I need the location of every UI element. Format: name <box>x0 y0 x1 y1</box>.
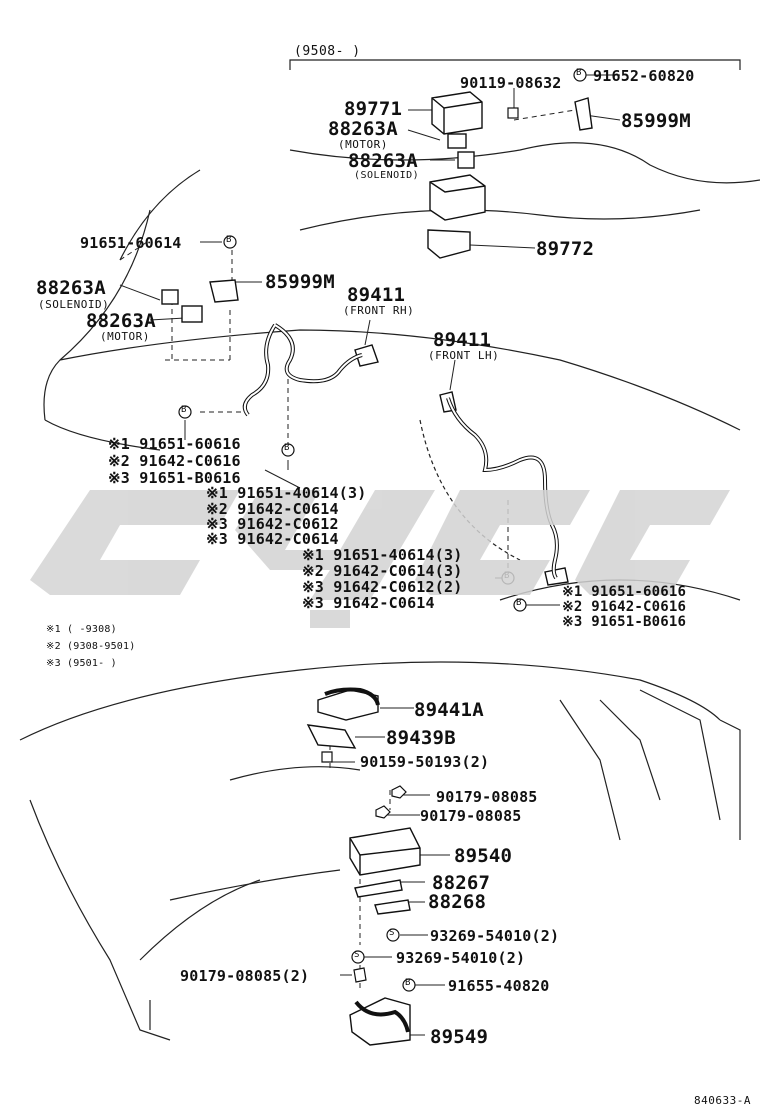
bolt-group-3-item: ※1 91651-40614(3) <box>302 546 463 564</box>
bolt-group-2-item: ※3 91642-C0614 <box>206 530 339 548</box>
watermark-logo <box>30 490 730 628</box>
part-number-label: 85999M <box>621 110 691 132</box>
note-line: ※2 (9308-9501) <box>46 641 136 652</box>
bolt-group-3-item: ※3 91642-C0612(2) <box>302 578 463 596</box>
spacer-symbol: S <box>389 928 395 938</box>
bolt-symbol: B <box>181 405 187 415</box>
part-variant-label: (FRONT LH) <box>428 349 500 362</box>
part-number-label: 91655-40820 <box>448 977 550 995</box>
bolt-group-3-item: ※2 91642-C0614(3) <box>302 562 463 580</box>
part-number-label: 89540 <box>454 845 513 867</box>
note-line: ※3 (9501- ) <box>46 658 117 669</box>
bolt-group-4-item: ※3 91651-B0616 <box>562 614 687 630</box>
part-number-label: 90179-08085(2) <box>180 967 310 985</box>
part-number-label: 89772 <box>536 238 595 260</box>
bolt-symbol: B <box>516 598 522 608</box>
spacer-symbol: S <box>354 950 360 960</box>
part-number-label: 88263A <box>36 277 106 299</box>
bolt-group-2-item: ※1 91651-40614(3) <box>206 484 367 502</box>
part-number-label: 89411 <box>347 284 406 306</box>
part-number-label: 89411 <box>433 329 492 351</box>
part-number-label: 93269-54010(2) <box>430 927 560 945</box>
bolt-group-2-item: ※3 91642-C0612 <box>206 515 339 533</box>
note-line: ※1 ( -9308) <box>46 624 117 635</box>
part-variant-label: (FRONT RH) <box>343 304 415 317</box>
bolt-symbol: B <box>576 68 582 78</box>
part-number-label: 93269-54010(2) <box>396 949 526 967</box>
part-number-label: 89549 <box>430 1026 489 1048</box>
bolt-group-3-item: ※3 91642-C0614 <box>302 594 435 612</box>
part-number-label: 90159-50193(2) <box>360 753 490 771</box>
bolt-symbol: B <box>405 978 411 988</box>
part-number-label: 89771 <box>344 98 403 120</box>
part-number-label: 90179-08085 <box>420 807 522 825</box>
part-variant-label: (MOTOR) <box>100 330 150 343</box>
bolt-group-1-item: ※3 91651-B0616 <box>108 469 241 487</box>
part-number-label: 88268 <box>428 891 487 913</box>
bolt-group-1-item: ※1 91651-60616 <box>108 435 241 453</box>
part-number-label: 88267 <box>432 872 491 894</box>
bolt-group-2-item: ※2 91642-C0614 <box>206 500 339 518</box>
part-number-label: 89439B <box>386 727 456 749</box>
part-number-label: 89441A <box>414 699 484 721</box>
part-variant-label: (SOLENOID) <box>38 298 110 311</box>
part-number-label: 88263A <box>86 310 156 332</box>
diagram-code: 840633-A <box>694 1094 751 1107</box>
bolt-group-4-item: ※2 91642-C0616 <box>562 599 687 615</box>
bolt-group-1-item: ※2 91642-C0616 <box>108 452 241 470</box>
part-number-label: 88263A <box>348 150 418 172</box>
bolt-symbol: B <box>226 235 232 245</box>
bolt-symbol: B <box>284 443 290 453</box>
part-number-label: 91652-60820 <box>593 67 695 85</box>
part-variant-label: (SOLENOID) <box>354 170 420 181</box>
part-number-label: 85999M <box>265 271 335 293</box>
part-number-label: 90119-08632 <box>460 74 562 92</box>
part-number-label: 90179-08085 <box>436 788 538 806</box>
part-variant-label: (MOTOR) <box>338 138 388 151</box>
date-range-label: (9508- ) <box>294 44 361 59</box>
part-number-label: 91651-60614 <box>80 234 182 252</box>
part-number-label: 88263A <box>328 118 398 140</box>
bolt-group-4-item: ※1 91651-60616 <box>562 584 687 600</box>
